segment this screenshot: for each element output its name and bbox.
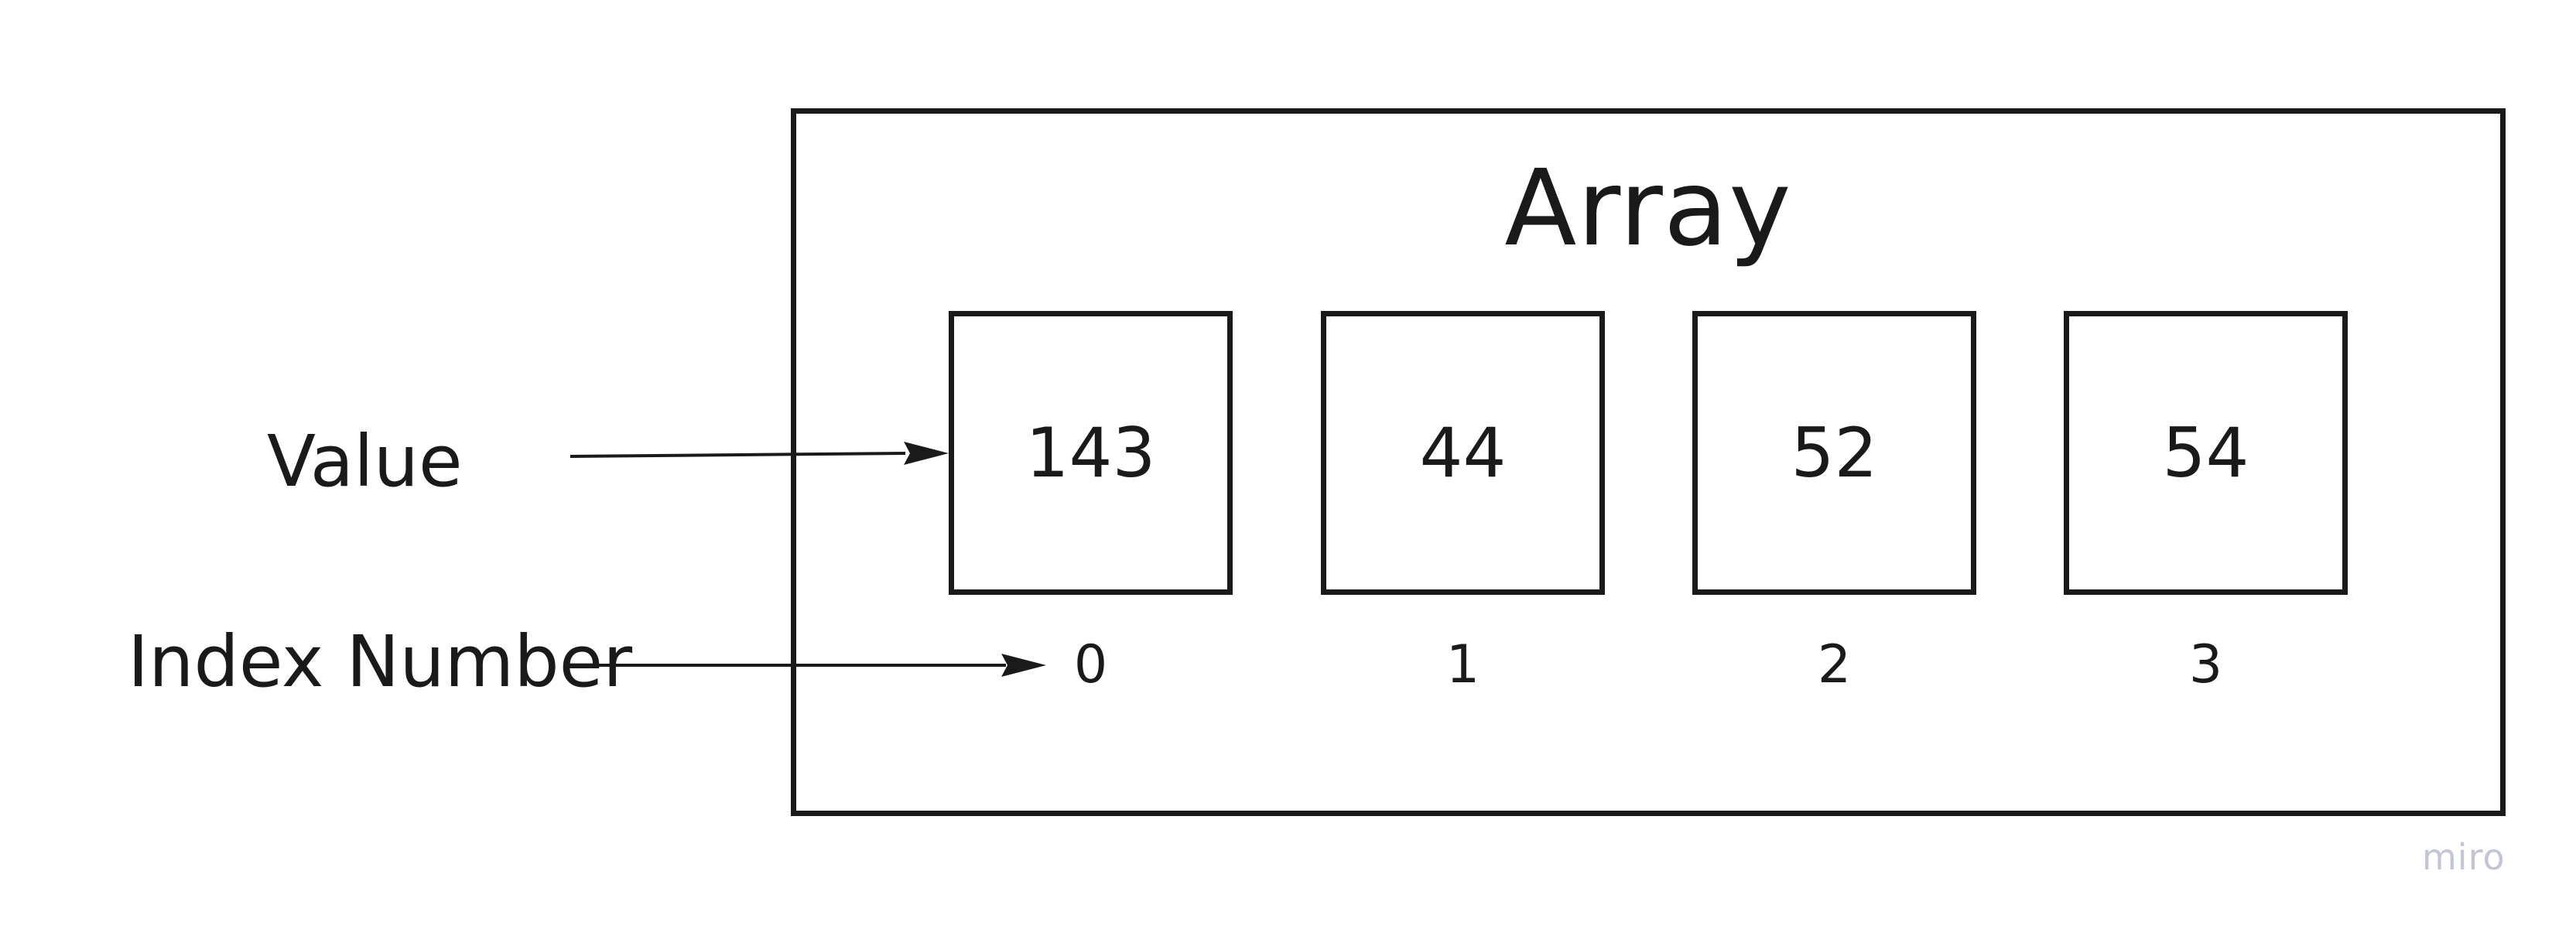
array-cell-0: 143 <box>949 311 1233 595</box>
array-cell-1: 44 <box>1321 311 1605 595</box>
array-index-label: 2 <box>1817 634 1852 695</box>
array-cell-value: 44 <box>1419 412 1507 493</box>
index-arrowhead-icon <box>1001 654 1046 677</box>
value-arrowhead-icon <box>904 442 949 465</box>
array-index-label: 1 <box>1445 634 1480 695</box>
array-index-label: 3 <box>2188 634 2223 695</box>
value-label: Value <box>267 420 463 503</box>
array-cell-value: 143 <box>1025 412 1156 493</box>
index-number-label: Index Number <box>128 620 633 703</box>
array-index-label: 0 <box>1073 634 1108 695</box>
array-cell-2: 52 <box>1692 311 1976 595</box>
miro-watermark-logo: miro <box>2422 836 2506 878</box>
array-cell-3: 54 <box>2064 311 2348 595</box>
array-cell-value: 54 <box>2162 412 2249 493</box>
value-arrow-line <box>570 452 906 458</box>
array-title: Array <box>1504 148 1792 270</box>
array-cell-value: 52 <box>1791 412 1878 493</box>
array-container-frame <box>791 108 2506 816</box>
